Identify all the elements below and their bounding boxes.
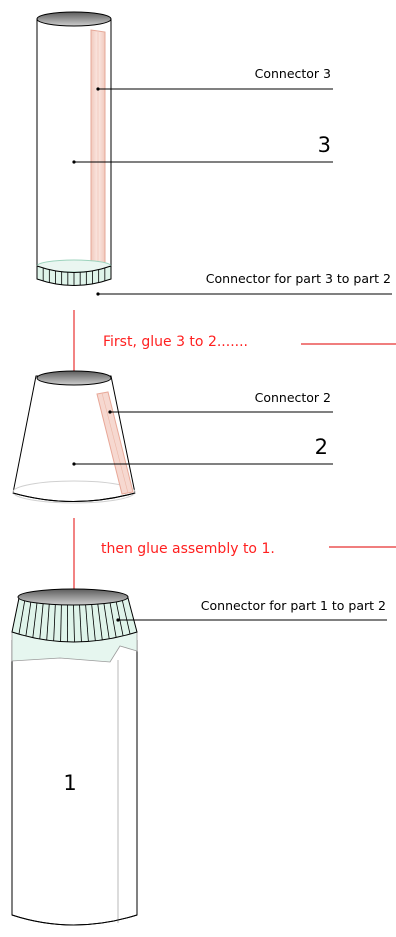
part-3-top-opening [37, 12, 111, 26]
part-1-leaders [116, 618, 387, 621]
part-1-tube [12, 589, 137, 925]
part-2-number: 2 [315, 435, 328, 459]
part-2-cone [13, 371, 135, 503]
joint-3-2-label: Connector for part 3 to part 2 [206, 271, 391, 286]
joint-1-2-label: Connector for part 1 to part 2 [201, 598, 386, 613]
instruction-step-2: then glue assembly to 1. [101, 541, 275, 557]
part-2-top-opening [37, 371, 111, 385]
instruction-step-1: First, glue 3 to 2....... [103, 334, 248, 350]
connector-2-label: Connector 2 [255, 390, 331, 405]
part-3-tube [37, 12, 111, 286]
part-3-leaders [72, 87, 392, 295]
part-1-number: 1 [63, 771, 76, 795]
connector-3-label: Connector 3 [255, 66, 331, 81]
part-3-number: 3 [318, 133, 331, 157]
part-1-top-opening [18, 589, 128, 605]
